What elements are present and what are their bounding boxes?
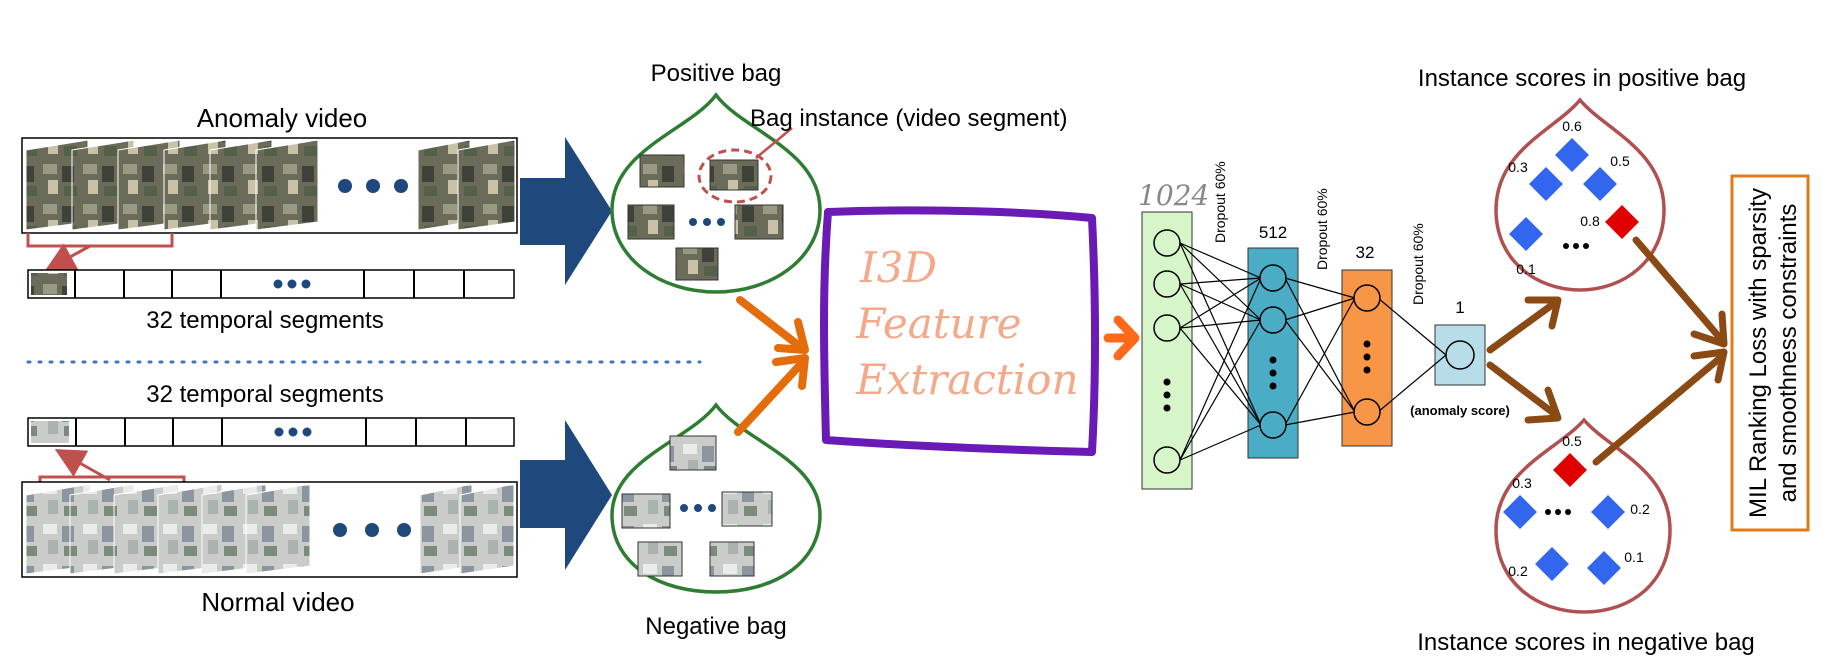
negative-scores-group: 0.5 0.3 0.2 0.2 0.1 Instance scores in n…: [1417, 417, 1755, 656]
layer1-neurons: [1153, 229, 1181, 474]
anomaly-to-bag-arrow-icon: [520, 137, 612, 285]
ellipsis-icon: [1269, 356, 1277, 390]
pos-score-2: 0.3: [1508, 159, 1528, 175]
diamond-icon: [1535, 547, 1569, 581]
pos-score-5: 0.1: [1516, 261, 1536, 277]
scores-to-loss-arrows: [1592, 236, 1728, 466]
neg-score-2: 0.3: [1512, 475, 1532, 491]
pos-score-3: 0.5: [1610, 153, 1630, 169]
neg-score-4: 0.2: [1508, 563, 1528, 579]
pos-score-1: 0.6: [1562, 118, 1582, 134]
positive-scores-bag-shape: [1494, 97, 1666, 292]
positive-bag-shape: [610, 92, 822, 294]
segment-bracket: [26, 233, 174, 248]
dropout3-label: Dropout 60%: [1410, 223, 1426, 305]
bag-instance-highlight: [697, 148, 773, 204]
segment-pointer-arrow: [44, 243, 91, 271]
diamond-icon: [1503, 495, 1537, 529]
anomaly-segments-strip: [27, 269, 515, 299]
negative-bag-group: Negative bag: [610, 402, 822, 640]
network-connections: [1179, 242, 1447, 461]
positive-bag-title: Positive bag: [651, 60, 782, 87]
output-size-label: 1: [1455, 298, 1464, 317]
ellipsis-icon: [1363, 340, 1371, 374]
layer1-box: [1141, 211, 1193, 490]
neural-network: 1024 Dropout 60% 512 Dropout 60% 32 Drop…: [1138, 161, 1510, 490]
ellipsis-icon: [274, 427, 312, 437]
ellipsis-icon: [1163, 378, 1171, 412]
normal-video-title: Normal video: [201, 587, 354, 617]
feature-extraction-box: I3D Feature Extraction: [820, 206, 1099, 456]
output-neuron: [1445, 340, 1475, 370]
ellipsis-icon: [689, 218, 725, 226]
positive-bag-instances: [627, 127, 793, 281]
segment-pointer-arrow: [54, 449, 111, 482]
neg-score-5: 0.1: [1624, 549, 1644, 565]
pos-score-4: 0.8: [1580, 213, 1600, 229]
positive-bag-group: Positive bag Bag instance (video segment…: [610, 60, 1068, 294]
anomaly-video-group: Anomaly video: [21, 103, 518, 334]
neg-score-1: 0.5: [1562, 433, 1582, 449]
anomaly-segments-label: 32 temporal segments: [146, 307, 383, 334]
diamond-icon: [1555, 138, 1589, 172]
loss-box-line1: MIL Ranking Loss with sparsity: [1745, 188, 1772, 518]
ellipsis-icon: [333, 523, 411, 537]
diamond-icon: [1591, 495, 1625, 529]
feature-box-line2: Feature: [855, 299, 1022, 348]
loss-box-line2: and smoothness constraints: [1775, 204, 1802, 503]
bag-instance-label: Bag instance (video segment): [750, 105, 1068, 132]
negative-bag-title: Negative bag: [645, 613, 786, 640]
dropout2-label: Dropout 60%: [1314, 188, 1330, 270]
loss-box: MIL Ranking Loss with sparsity and smoot…: [1730, 174, 1810, 532]
normal-segments-strip: [27, 417, 515, 447]
layer1-size-label: 1024: [1138, 179, 1209, 212]
normal-video-frames: [25, 483, 515, 575]
negative-scores-title: Instance scores in negative bag: [1417, 629, 1755, 656]
diamond-icon: [1583, 167, 1617, 201]
ellipsis-icon: [273, 279, 311, 289]
bag-instance-pointer: [755, 127, 793, 159]
diamond-icon: [1553, 453, 1587, 487]
bags-to-feature-arrows: [734, 296, 809, 436]
feature-box-line1: I3D: [859, 243, 937, 292]
score-arrows: [1486, 296, 1562, 424]
diamond-icon: [1509, 217, 1543, 251]
ellipsis-icon: [1545, 509, 1571, 515]
diamond-icon: [1529, 167, 1563, 201]
feature-to-network-arrow-icon: [1103, 315, 1140, 361]
anomaly-video-frames: [25, 139, 516, 231]
anomaly-video-title: Anomaly video: [197, 103, 368, 133]
layer2-size-label: 512: [1259, 223, 1287, 242]
normal-segments-label: 32 temporal segments: [146, 381, 383, 408]
layer3-size-label: 32: [1356, 243, 1375, 262]
layer2-neurons: [1259, 264, 1287, 439]
feature-box-line3: Extraction: [855, 355, 1079, 404]
ellipsis-icon: [338, 179, 408, 193]
positive-scores-group: Instance scores in positive bag 0.6 0.3 …: [1418, 65, 1746, 292]
normal-to-bag-arrow-icon: [520, 420, 612, 570]
diamond-icon: [1587, 551, 1621, 585]
layer3-neurons: [1353, 284, 1381, 426]
anomaly-score-label: (anomaly score): [1410, 403, 1510, 418]
dropout1-label: Dropout 60%: [1212, 161, 1228, 243]
neg-score-3: 0.2: [1630, 501, 1650, 517]
negative-bag-instances: [621, 435, 773, 577]
ellipsis-icon: [680, 504, 716, 512]
diamond-icon: [1605, 205, 1639, 239]
positive-scores-title: Instance scores in positive bag: [1418, 65, 1746, 92]
normal-video-group: 32 temporal segments: [21, 381, 518, 617]
ellipsis-icon: [1563, 243, 1589, 249]
